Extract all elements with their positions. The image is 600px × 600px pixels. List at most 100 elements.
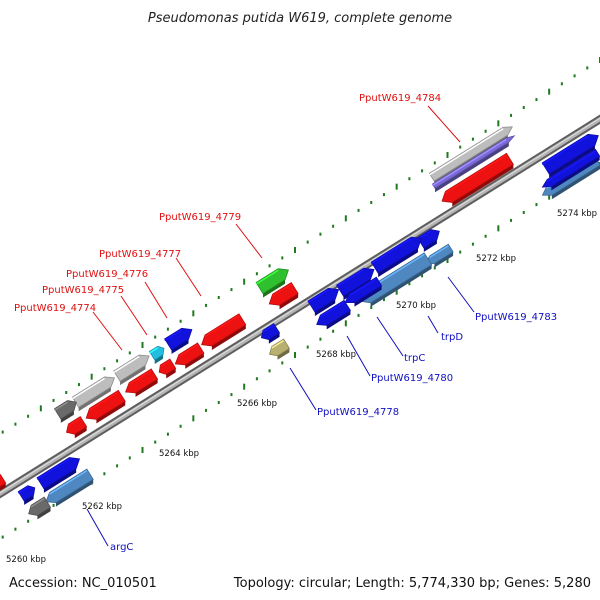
scale-dot (39, 405, 42, 412)
tick-label-5274: 5274 kbp (557, 209, 597, 219)
gene-body (53, 400, 77, 420)
gene-label-trpc[interactable]: trpC (404, 353, 425, 364)
scale-dot (116, 464, 119, 468)
gene-label-pputw619-4779[interactable]: PputW619_4779 (159, 212, 241, 223)
scale-dot (179, 319, 182, 323)
scale-dot (65, 391, 68, 394)
gene-label-pputw619-4778[interactable]: PputW619_4778 (317, 407, 399, 418)
gene-label-pputw619-4775[interactable]: PputW619_4775 (42, 285, 124, 296)
scale-dot (319, 232, 322, 236)
gene-pputw619-4776[interactable] (148, 345, 165, 364)
gene-highlight (348, 278, 377, 297)
gene-shadow (551, 165, 600, 200)
scale-dot (281, 361, 284, 365)
gene-reverse-red-6[interactable] (66, 416, 88, 439)
gene-label-pputw619-4777[interactable]: PputW619_4777 (99, 249, 181, 260)
gene-reverse-red-4784[interactable] (441, 152, 514, 207)
scale-dot (446, 152, 449, 158)
gene-reverse-red-1[interactable] (201, 313, 247, 350)
scale-dot (243, 278, 246, 285)
gene-reverse-red-4779[interactable] (268, 281, 299, 310)
gene-reverse-red-edge[interactable] (0, 474, 7, 492)
gene-shadow (452, 164, 514, 207)
scale-dot (484, 129, 487, 133)
scale-dot (408, 177, 411, 181)
gene-label-pputw619-4784[interactable]: PputW619_4784 (359, 93, 441, 104)
gene-forward-dark-1[interactable] (53, 400, 77, 423)
gene-argc[interactable] (45, 468, 94, 507)
gene-body (36, 457, 81, 490)
gene-body (113, 354, 150, 382)
scale-dot (268, 264, 271, 268)
gene-label-pputw619-4774[interactable]: PputW619_4774 (14, 303, 96, 314)
scale-dot (217, 401, 220, 404)
gene-shadow (60, 410, 74, 423)
tick-label-5262: 5262 kbp (82, 502, 122, 512)
gene-shadow (96, 401, 126, 424)
gene-reverse-dark-1[interactable] (28, 496, 52, 520)
scale-dot (166, 432, 169, 436)
gene-shadow (435, 142, 509, 193)
scale-dot (471, 242, 474, 246)
gene-trpc[interactable] (344, 276, 383, 307)
gene-pputw619-4775[interactable] (113, 354, 150, 386)
gene-label-trpd[interactable]: trpD (441, 332, 463, 343)
gene-forward-blue-2[interactable] (17, 485, 36, 505)
gene-highlight (445, 154, 507, 194)
gene-reverse-blue-edge[interactable] (541, 148, 600, 191)
gene-shadow (135, 379, 158, 397)
gene-pputw619-4778-olive[interactable] (269, 338, 290, 360)
scale-dot (128, 456, 131, 460)
scale-dot (27, 519, 30, 523)
gene-features (0, 126, 600, 520)
gene-label-pputw619-4783[interactable]: PputW619_4783 (475, 312, 557, 323)
gene-forward-blue-4782[interactable] (370, 236, 422, 278)
gene-body (164, 327, 193, 351)
gene-forward-blue-1[interactable] (36, 457, 81, 493)
scale-dot (116, 359, 119, 363)
gene-pputw619-4780[interactable] (316, 299, 351, 330)
scale-dot (382, 298, 385, 302)
gene-shadow (314, 299, 336, 316)
gene-body (71, 376, 116, 408)
gene-label-pputw619-4780[interactable]: PputW619_4780 (371, 373, 453, 384)
gene-body (125, 368, 159, 394)
scale-dot (306, 240, 309, 244)
scale-dot (421, 274, 424, 278)
topology-summary: Topology: circular; Length: 5,774,330 bp… (233, 576, 591, 591)
scale-dot (141, 447, 144, 453)
gene-highlight (36, 458, 70, 480)
gene-pputw619-4774[interactable] (71, 376, 116, 412)
gene-body (307, 287, 340, 313)
gene-forward-blue-small-4781[interactable] (416, 229, 440, 252)
scale-dot (573, 74, 576, 78)
gene-highlight (54, 401, 68, 411)
scale-dot (433, 266, 436, 270)
tick-label-5260: 5260 kbp (6, 555, 46, 565)
scale-dot (205, 408, 208, 412)
gene-forward-blue-edge[interactable] (541, 133, 599, 178)
gene-pputw619-4784-b[interactable] (431, 135, 516, 193)
scale-dot (14, 527, 17, 531)
scale-dot (522, 211, 525, 214)
gene-pputw619-4778[interactable] (260, 323, 281, 344)
gene-reverse-red-2[interactable] (174, 342, 205, 369)
gene-label-argc[interactable]: argC (110, 542, 133, 553)
gene-reverse-red-5[interactable] (85, 389, 126, 424)
gene-pputw619-4777[interactable] (164, 327, 193, 354)
gene-shadow (74, 426, 87, 439)
gene-pputw619-4779[interactable] (255, 268, 289, 298)
accession-text: Accession: NC_010501 (9, 576, 157, 591)
gene-forward-blue-4780[interactable] (307, 287, 340, 316)
gene-shadow (354, 285, 382, 307)
scale-dot (230, 393, 233, 397)
scale-dot (332, 224, 335, 228)
gene-shadow (263, 279, 286, 298)
gene-highlight (428, 128, 504, 176)
gene-label-pputw619-4776[interactable]: PputW619_4776 (66, 269, 148, 280)
gene-reverse-red-3[interactable] (158, 358, 177, 379)
scale-dot (306, 345, 309, 349)
gene-reverse-red-4[interactable] (125, 368, 159, 397)
scale-dot (1, 535, 4, 539)
